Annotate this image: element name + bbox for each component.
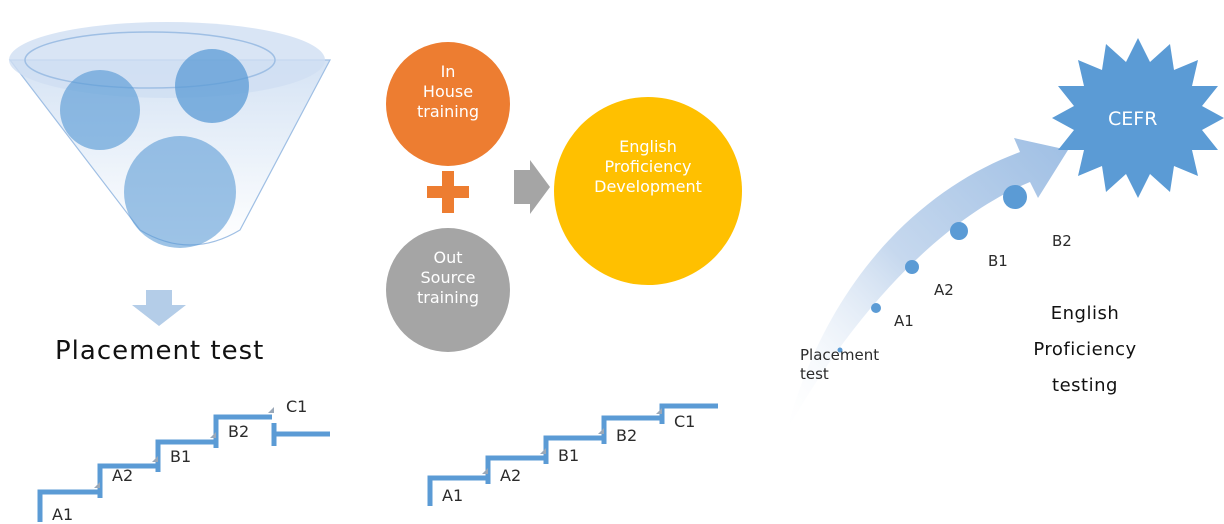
left-level-b2: B2 [228,422,250,441]
middle-stairs [427,403,718,506]
development-label: English Proficiency Development [594,137,702,196]
right-arrow-icon [514,160,550,214]
testing-caption: English Proficiency testing [1033,303,1137,396]
mid-level-c1: C1 [674,412,696,431]
cefr-label: CEFR [1108,108,1158,130]
in-house-circle [386,42,510,166]
left-level-c1: C1 [286,397,308,416]
arc-point-b1: B1 [988,252,1008,270]
progress-arrow [786,138,1068,432]
funnel-ball-1 [60,70,140,150]
in-house-label: In House training [417,62,479,121]
arc-point-a2: A2 [934,281,954,299]
left-level-a1: A1 [52,505,74,524]
out-source-circle [386,228,510,352]
mid-level-a1: A1 [442,486,464,505]
out-source-label: Out Source training [417,248,479,307]
development-circle [554,97,742,285]
left-title: Placement test [55,336,265,366]
mid-level-a2: A2 [500,466,522,485]
funnel-ball-3 [124,136,236,248]
mid-level-b1: B1 [558,446,580,465]
funnel-rim-inner [24,31,276,89]
funnel-ball-2 [175,49,249,123]
arc-start-label: Placement test [800,346,880,383]
arc-point-b2: B2 [1052,232,1072,250]
plus-icon [427,171,469,213]
mid-level-b2: B2 [616,426,638,445]
funnel-rim [9,22,325,98]
left-level-b1: B1 [170,447,192,466]
down-arrow-icon [132,290,186,326]
left-level-a2: A2 [112,466,134,485]
arc-point-a1: A1 [894,312,914,330]
cefr-starburst [1052,38,1224,198]
